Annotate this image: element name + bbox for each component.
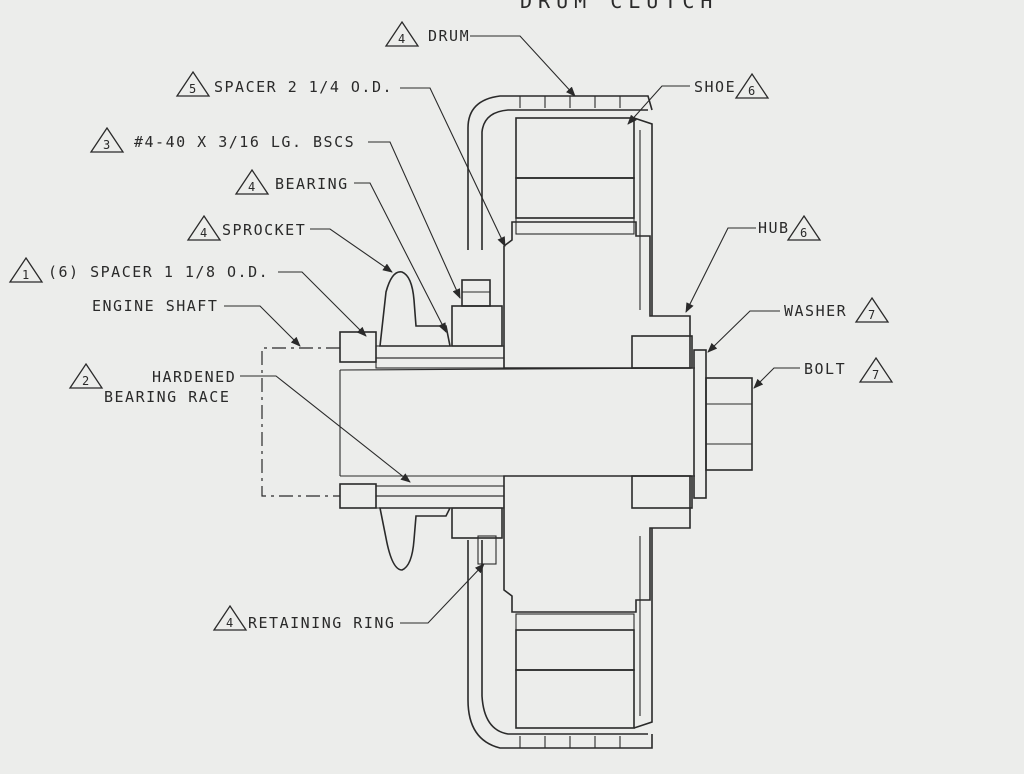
callout-number: 2	[82, 374, 89, 388]
label-drum: 4 DRUM	[384, 20, 470, 47]
callout-triangle	[8, 256, 44, 283]
label-bearing: 4 BEARING	[234, 168, 349, 195]
callout-triangle	[175, 70, 211, 97]
shoe	[515, 117, 653, 729]
callout-number: 4	[398, 32, 405, 46]
label-hub: HUB 6	[758, 214, 822, 241]
washer	[693, 349, 707, 499]
bearing-race	[375, 345, 505, 509]
label-bolt: BOLT 7	[804, 356, 894, 383]
callout-triangle	[234, 168, 270, 195]
label-text: #4-40 X 3/16 LG. BSCS	[134, 133, 355, 151]
callout-number: 4	[248, 180, 255, 194]
label-text: HUB	[758, 219, 790, 237]
callout-number: 4	[200, 226, 207, 240]
bolt	[705, 377, 753, 471]
label-washer: WASHER 7	[784, 296, 890, 323]
label-shoe: SHOE 6	[694, 72, 770, 99]
label-text: WASHER	[784, 302, 847, 320]
drum	[467, 95, 653, 749]
label-text: DRUM	[428, 27, 470, 45]
label-spacer-2-1-4: 5 SPACER 2 1/4 O.D.	[175, 70, 393, 97]
callout-number: 7	[868, 308, 875, 322]
label-text-line2: BEARING RACE	[104, 388, 230, 406]
callout-number: 5	[189, 82, 196, 96]
drawing-title: DRUM CLUTCH	[520, 0, 718, 13]
callout-triangle	[858, 356, 894, 383]
engine-shaft	[261, 347, 696, 497]
label-text: (6) SPACER 1 1/8 O.D.	[48, 263, 269, 281]
label-text: SHOE	[694, 78, 736, 96]
label-text: BEARING	[275, 175, 349, 193]
label-retaining-ring: 4 RETAINING RING	[212, 604, 395, 632]
spacer-small	[339, 331, 377, 509]
label-sprocket: 4 SPROCKET	[186, 214, 306, 241]
callout-triangle	[734, 72, 770, 99]
hub	[503, 221, 693, 613]
label-engine-shaft: ENGINE SHAFT	[92, 297, 218, 315]
label-text: SPACER 2 1/4 O.D.	[214, 78, 393, 96]
leader-lines	[224, 35, 800, 624]
callout-number: 3	[103, 138, 110, 152]
label-screw: 3 #4-40 X 3/16 LG. BSCS	[89, 126, 355, 153]
callout-number: 6	[800, 226, 807, 240]
callout-triangle	[786, 214, 822, 241]
bearing-housing	[451, 279, 503, 565]
label-text: BOLT	[804, 360, 846, 378]
label-text: ENGINE SHAFT	[92, 297, 218, 315]
callout-triangle	[68, 362, 104, 389]
callout-triangle	[212, 604, 248, 631]
label-spacer-1-1-8: 1 (6) SPACER 1 1/8 O.D.	[8, 256, 269, 283]
callout-number: 1	[22, 268, 29, 282]
label-bearing-race: 2 HARDENED BEARING RACE	[68, 362, 236, 406]
callout-number: 6	[748, 84, 755, 98]
label-text-line1: HARDENED	[152, 368, 236, 386]
callout-number: 4	[226, 616, 233, 630]
callout-number: 7	[872, 368, 879, 382]
callout-triangle	[89, 126, 125, 153]
callout-triangle	[186, 214, 222, 241]
label-text: SPROCKET	[222, 221, 306, 239]
callout-triangle	[854, 296, 890, 323]
sprocket	[379, 271, 452, 571]
label-text: RETAINING RING	[248, 614, 395, 632]
callout-triangle	[384, 20, 420, 47]
